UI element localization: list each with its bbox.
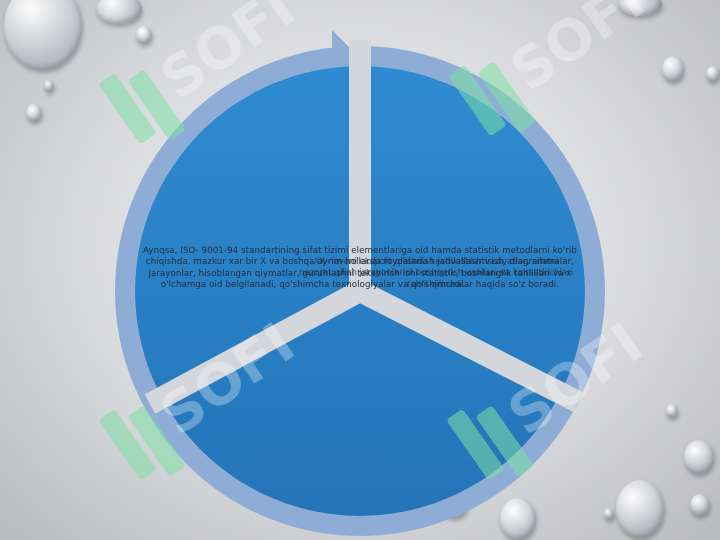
water-drop xyxy=(706,66,720,82)
water-drop xyxy=(500,498,536,540)
water-drop xyxy=(136,26,152,44)
water-drop xyxy=(44,80,54,92)
segment-dividers xyxy=(144,40,583,414)
water-drop xyxy=(4,0,82,70)
body-text: Aynqsa, ISO- 9001-94 standartining sifat… xyxy=(143,246,577,291)
water-drop xyxy=(666,404,678,418)
water-drop xyxy=(604,508,614,520)
water-drop xyxy=(690,494,710,516)
watermark-text: SOFI xyxy=(499,0,657,104)
water-drop xyxy=(616,480,664,538)
water-drop xyxy=(662,56,684,82)
water-drop xyxy=(96,0,142,24)
divider-right xyxy=(355,281,583,412)
overlapping-text: XX navoni eksport qilishda kechikishlar … xyxy=(298,257,574,290)
water-drop xyxy=(618,0,662,16)
divider-left xyxy=(144,281,366,414)
cycle-arrow-top xyxy=(332,30,350,66)
water-drop xyxy=(684,440,714,474)
water-drop xyxy=(26,104,42,122)
